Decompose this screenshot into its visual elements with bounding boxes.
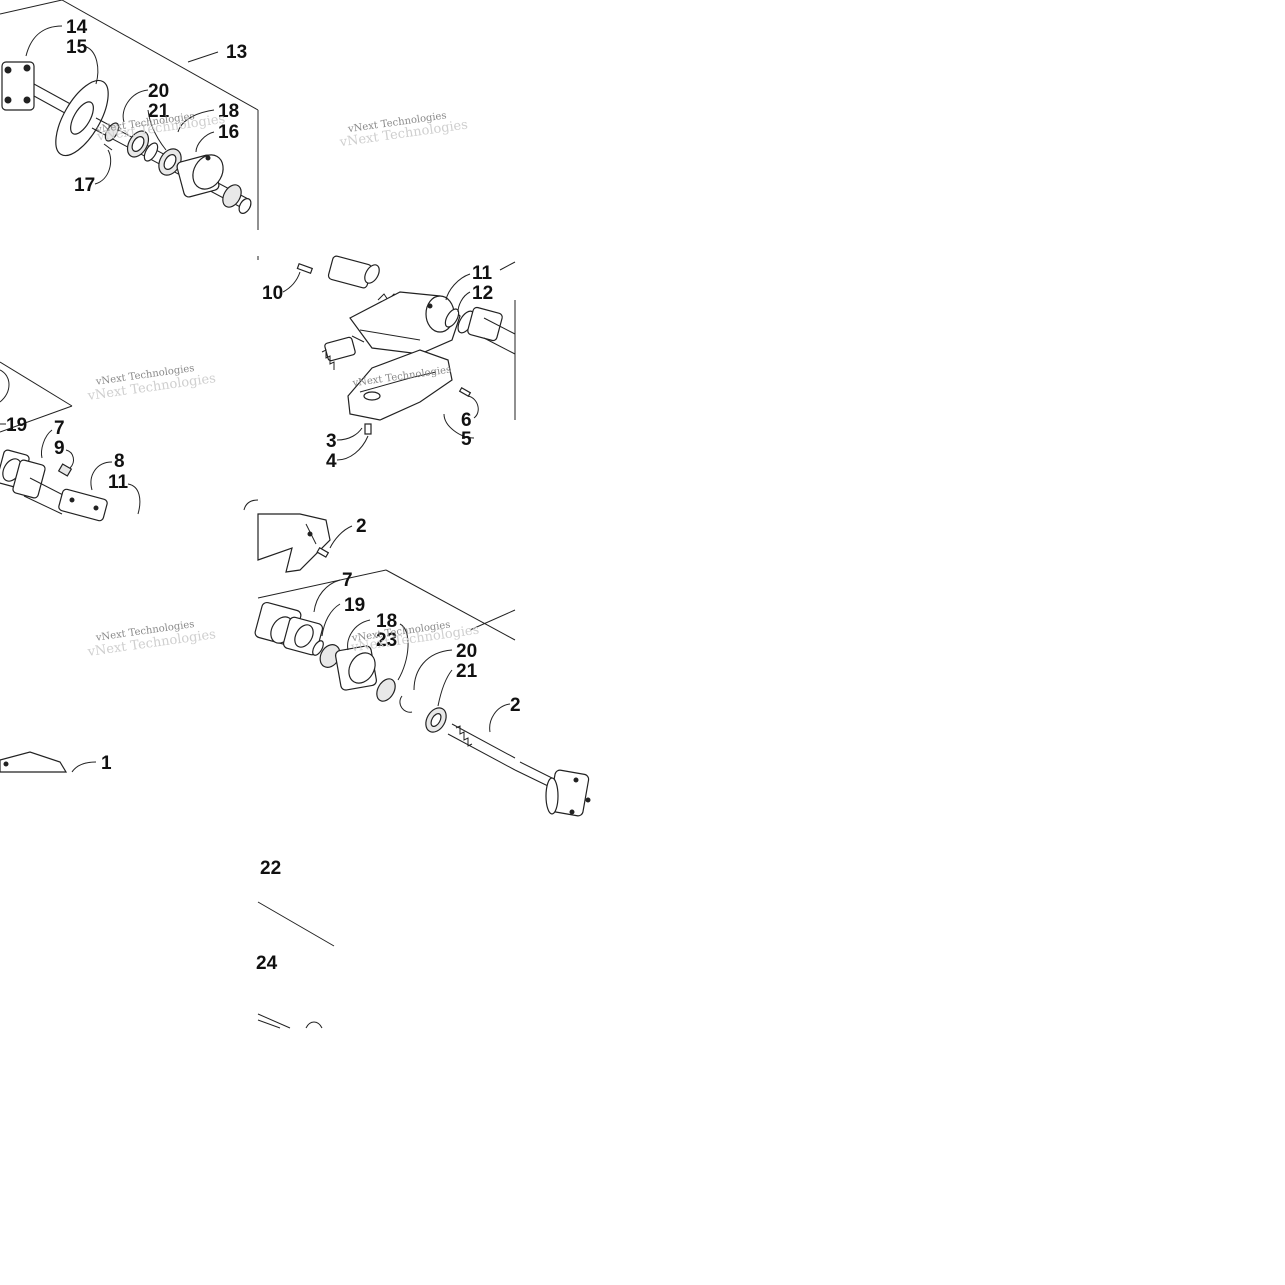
callout-4: 4 (326, 451, 337, 472)
watermark-5: vNext Technologies vNext Technologies (86, 619, 217, 660)
callout-20-lower: 20 (456, 641, 477, 662)
callout-labels: 14 15 13 20 21 18 16 17 10 11 12 3 4 6 5… (6, 17, 521, 974)
watermark-1: vNext Technologies vNext Technologies (95, 111, 227, 145)
callout-21: 21 (148, 101, 170, 122)
callout-12: 12 (472, 283, 493, 304)
callout-14: 14 (66, 17, 88, 38)
watermark-2: vNext Technologies vNext Technologies (338, 110, 469, 150)
callout-7: 7 (54, 418, 65, 439)
brake-disc-part (55, 79, 109, 157)
callout-11-left: 11 (108, 472, 129, 493)
tile-axle-assembly (243, 499, 591, 817)
watermark-3: vNext Technologies vNext Technologies (86, 363, 217, 404)
spline-shaft-part (321, 335, 365, 370)
callout-16: 16 (218, 122, 239, 143)
callout-18-lower: 18 (376, 611, 397, 632)
callout-22: 22 (260, 858, 281, 879)
callout-11: 11 (472, 263, 493, 284)
bearing-housing-part (176, 154, 224, 198)
callout-21-lower: 21 (456, 661, 478, 682)
callout-17: 17 (74, 175, 95, 196)
callout-15: 15 (66, 37, 88, 58)
callout-10: 10 (262, 283, 283, 304)
callout-2-cut: 2 (510, 695, 521, 716)
tile-part-1 (0, 751, 97, 773)
callout-5: 5 (461, 429, 472, 450)
callout-19-lower: 19 (344, 595, 365, 616)
hub-flange-part (1, 61, 97, 129)
callout-8: 8 (114, 451, 125, 472)
callout-18: 18 (218, 101, 239, 122)
callout-23: 23 (376, 630, 397, 651)
callout-9: 9 (54, 438, 65, 459)
tile-flange-assembly (0, 361, 141, 522)
bracket-part (257, 513, 331, 573)
callout-19: 19 (6, 415, 27, 436)
callout-2: 2 (356, 516, 367, 537)
callout-24: 24 (256, 953, 278, 974)
axle-shaft-part (447, 723, 553, 787)
callout-3: 3 (326, 431, 337, 452)
end-flange-part (545, 769, 591, 817)
callout-1: 1 (101, 753, 112, 774)
callout-7-lower: 7 (342, 570, 353, 591)
tile-gearcase-assembly (257, 255, 516, 461)
gearcase-body-part (349, 291, 461, 355)
callout-6: 6 (461, 410, 472, 431)
skid-plate-part (347, 349, 453, 421)
tile-fragments (257, 901, 335, 1029)
callout-13: 13 (226, 42, 247, 63)
tile-hub-assembly (0, 0, 259, 230)
callout-20: 20 (148, 81, 169, 102)
